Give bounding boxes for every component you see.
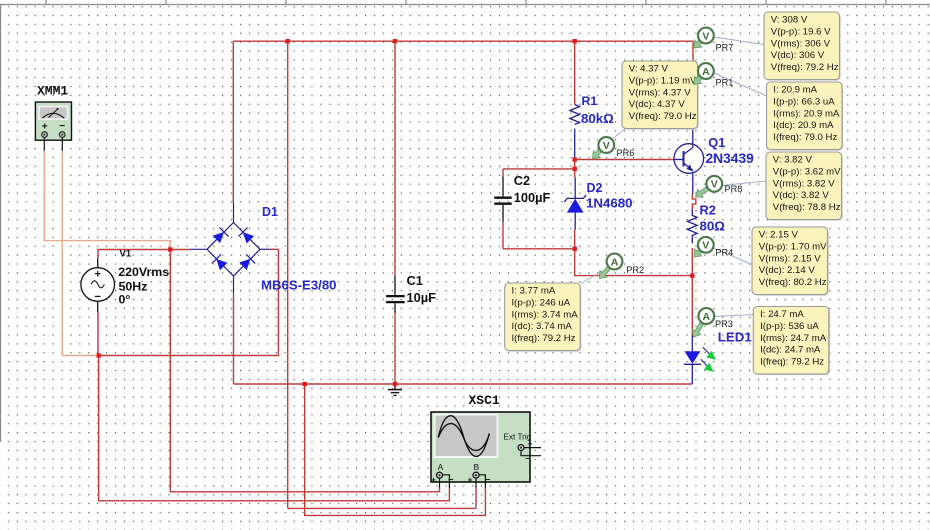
- svg-text:C1: C1: [407, 273, 423, 288]
- svg-text:V: 3.82 V: V: 3.82 V: [773, 155, 813, 166]
- svg-text:I(freq): 79.2 Hz: I(freq): 79.2 Hz: [512, 333, 576, 344]
- svg-text:Q1: Q1: [708, 135, 725, 150]
- svg-text:PR3: PR3: [715, 319, 733, 329]
- svg-text:I(freq): 79.2 Hz: I(freq): 79.2 Hz: [760, 356, 824, 367]
- svg-text:Ext Trig: Ext Trig: [504, 433, 532, 442]
- svg-text:V(p-p): 1.70 mV: V(p-p): 1.70 mV: [759, 242, 827, 253]
- svg-text:V: 308 V: V: 308 V: [771, 15, 808, 26]
- svg-text:220Vrms: 220Vrms: [118, 265, 169, 279]
- svg-text:V(p-p): 3.62 mV: V(p-p): 3.62 mV: [773, 167, 841, 178]
- svg-text:PR2: PR2: [626, 265, 644, 275]
- svg-text:I(p-p): 66.3 uA: I(p-p): 66.3 uA: [773, 97, 835, 108]
- svg-text:V: V: [603, 140, 610, 152]
- svg-text:R1: R1: [582, 94, 598, 108]
- svg-text:I(rms): 24.7 mA: I(rms): 24.7 mA: [760, 333, 827, 344]
- svg-text:V(freq): 80.2 Hz: V(freq): 80.2 Hz: [759, 277, 827, 288]
- svg-text:A: A: [702, 66, 710, 78]
- svg-text:V: V: [711, 179, 718, 191]
- svg-text:V: V: [702, 240, 709, 252]
- svg-text:I(dc): 24.7 mA: I(dc): 24.7 mA: [760, 345, 821, 356]
- svg-text:+: +: [468, 475, 473, 485]
- svg-text:V(dc): 2.14 V: V(dc): 2.14 V: [759, 265, 816, 276]
- svg-text:I(rms): 20.9 mA: I(rms): 20.9 mA: [773, 108, 840, 119]
- svg-text:PR4: PR4: [715, 248, 733, 258]
- svg-text:−: −: [94, 291, 100, 303]
- svg-text:MB6S-E3/80: MB6S-E3/80: [261, 278, 337, 293]
- svg-text:XSC1: XSC1: [469, 393, 500, 408]
- svg-text:V(p-p): 1.19 mV: V(p-p): 1.19 mV: [629, 76, 697, 87]
- svg-text:+: +: [431, 475, 436, 485]
- svg-text:V: 4.37 V: V: 4.37 V: [629, 64, 669, 75]
- svg-text:B: B: [473, 462, 479, 472]
- svg-text:I(freq): 79.0 Hz: I(freq): 79.0 Hz: [773, 132, 837, 143]
- svg-text:+: +: [42, 122, 48, 133]
- svg-text:V(rms): 4.37 V: V(rms): 4.37 V: [629, 87, 691, 98]
- svg-text:−: −: [485, 475, 490, 485]
- svg-text:80Ω: 80Ω: [700, 218, 726, 233]
- svg-text:1N4680: 1N4680: [586, 195, 633, 210]
- svg-text:V(dc): 4.37 V: V(dc): 4.37 V: [629, 99, 686, 110]
- svg-text:A: A: [703, 311, 711, 323]
- svg-text:−: −: [448, 475, 453, 485]
- svg-text:A: A: [611, 256, 619, 268]
- svg-text:V(freq): 79.0 Hz: V(freq): 79.0 Hz: [629, 111, 697, 122]
- svg-text:+: +: [528, 439, 533, 449]
- svg-text:V: V: [702, 30, 709, 42]
- svg-text:V(dc): 306 V: V(dc): 306 V: [771, 50, 825, 61]
- svg-text:+: +: [94, 269, 100, 281]
- svg-text:I(dc): 20.9 mA: I(dc): 20.9 mA: [773, 120, 834, 131]
- svg-text:I(dc): 3.74 mA: I(dc): 3.74 mA: [512, 321, 573, 332]
- svg-text:I(p-p): 246 uA: I(p-p): 246 uA: [512, 298, 571, 309]
- svg-text:0°: 0°: [119, 293, 131, 307]
- svg-text:V(rms): 306 V: V(rms): 306 V: [771, 38, 831, 49]
- svg-text:80kΩ: 80kΩ: [581, 111, 614, 126]
- svg-text:10µF: 10µF: [407, 290, 437, 305]
- svg-text:XMM1: XMM1: [37, 84, 68, 99]
- svg-text:V(rms): 3.82 V: V(rms): 3.82 V: [773, 178, 835, 189]
- svg-text:V(freq): 78.8 Hz: V(freq): 78.8 Hz: [773, 202, 841, 213]
- svg-text:V(rms): 2.15 V: V(rms): 2.15 V: [759, 253, 821, 264]
- svg-text:C2: C2: [514, 173, 530, 188]
- svg-text:I: 20.9 mA: I: 20.9 mA: [773, 85, 817, 96]
- svg-text:V(freq): 79.2 Hz: V(freq): 79.2 Hz: [771, 62, 839, 73]
- svg-text:PR8: PR8: [725, 184, 743, 194]
- svg-text:V(dc): 3.82 V: V(dc): 3.82 V: [773, 190, 830, 201]
- svg-text:PR6: PR6: [617, 148, 635, 158]
- svg-text:A: A: [438, 462, 444, 472]
- svg-text:D2: D2: [587, 181, 603, 195]
- svg-text:−: −: [525, 454, 530, 464]
- svg-text:V(p-p): 19.6 V: V(p-p): 19.6 V: [771, 27, 831, 38]
- svg-text:V: 2.15 V: V: 2.15 V: [759, 230, 799, 241]
- svg-text:V1: V1: [120, 248, 132, 259]
- svg-text:PR1: PR1: [716, 78, 734, 88]
- svg-text:I(p-p): 536 uA: I(p-p): 536 uA: [760, 321, 819, 332]
- svg-text:100µF: 100µF: [514, 190, 551, 205]
- svg-text:I(rms): 3.74 mA: I(rms): 3.74 mA: [512, 309, 579, 320]
- svg-text:R2: R2: [700, 202, 716, 217]
- svg-text:LED1: LED1: [718, 329, 753, 344]
- svg-text:I: 3.77 mA: I: 3.77 mA: [512, 286, 556, 297]
- svg-text:50Hz: 50Hz: [119, 280, 148, 294]
- svg-text:I: 24.7 mA: I: 24.7 mA: [760, 309, 804, 320]
- svg-text:−: −: [59, 121, 65, 132]
- svg-text:2N3439: 2N3439: [706, 151, 755, 166]
- svg-text:D1: D1: [262, 205, 278, 219]
- svg-text:PR7: PR7: [716, 43, 734, 53]
